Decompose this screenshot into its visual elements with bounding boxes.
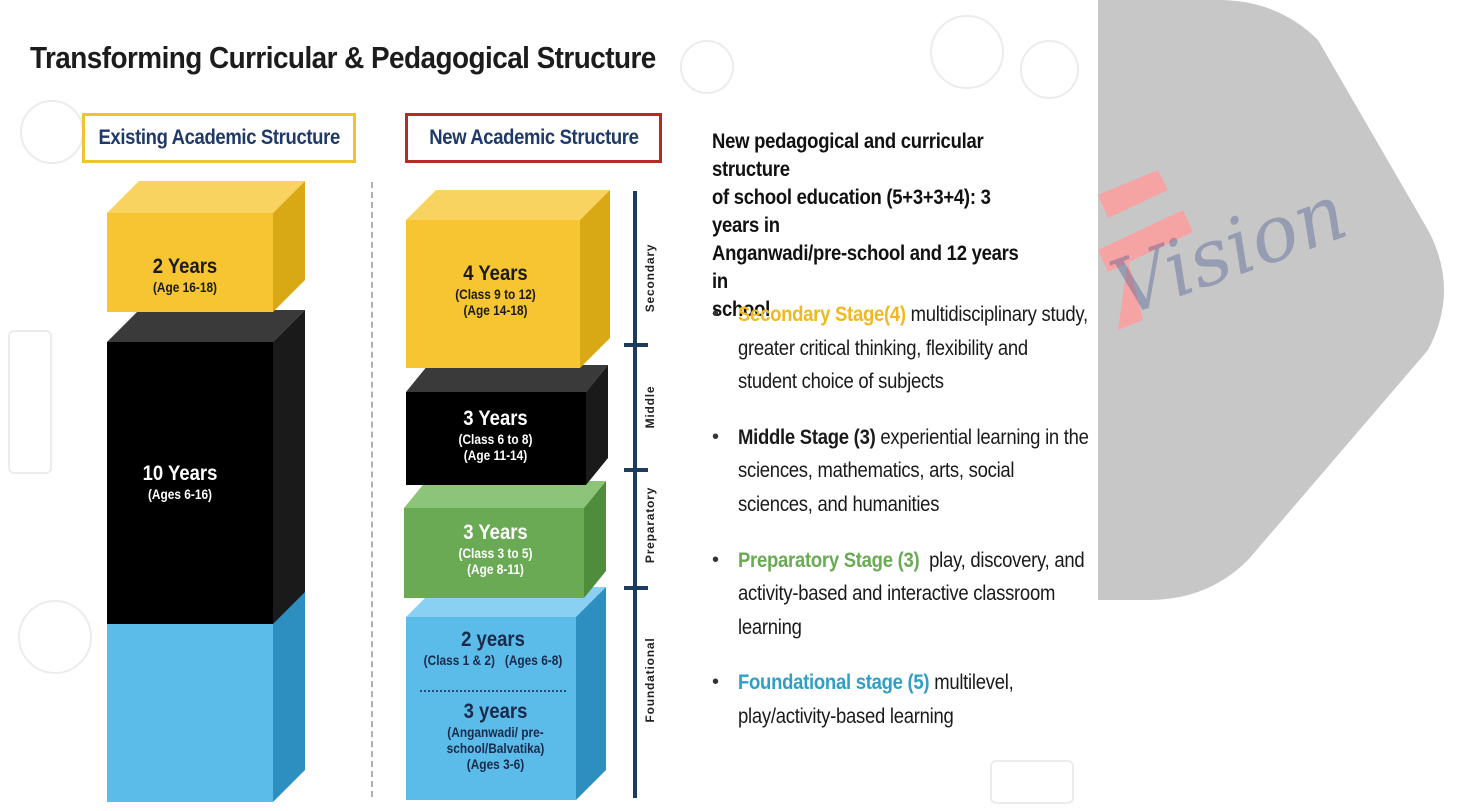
existing-block-2-years: [107, 181, 305, 312]
block-front: [107, 213, 273, 312]
new-structure-header: New Academic Structure: [405, 113, 662, 163]
existing-2-years-label: 2 Years (Age 16-18): [152, 255, 218, 295]
existing-block-10-years: [107, 310, 305, 624]
bullet-foundational: Foundational stage (5) multilevel, play/…: [712, 666, 1092, 733]
bullet-middle: Middle Stage (3) experiential learning i…: [712, 421, 1092, 522]
block-side: [273, 181, 305, 312]
foundational-3-years-label: 3 years (Anganwadi/ pre- school/Balvatik…: [446, 700, 545, 772]
stage-label-preparatory: Preparatory: [643, 486, 657, 564]
block-top: [406, 365, 608, 392]
stage-name: Secondary Stage(4): [738, 303, 906, 326]
block-side: [576, 587, 606, 800]
new-block-secondary: [406, 190, 610, 368]
block-top: [107, 310, 305, 342]
background-doodle: [1020, 40, 1079, 99]
block-front: [107, 342, 273, 624]
block-front: [404, 508, 584, 598]
block-top: [107, 181, 305, 213]
new-block-middle: [406, 365, 608, 485]
block-side: [273, 310, 305, 624]
block-side: [586, 365, 608, 485]
stage-name: Foundational stage (5): [738, 671, 930, 695]
background-doodle: [8, 330, 52, 474]
stage-bullet-list: Secondary Stage(4) multidisciplinary stu…: [712, 298, 1092, 756]
background-doodle: [18, 600, 92, 674]
stage-name: Middle Stage (3): [738, 425, 876, 449]
block-top: [404, 481, 606, 508]
middle-block-label: 3 Years (Class 6 to 8) (Age 11-14): [458, 407, 533, 463]
structure-blocks: [107, 181, 610, 802]
block-side: [580, 190, 610, 368]
stage-tick: [624, 586, 648, 590]
block-side: [584, 481, 606, 598]
block-front: [406, 392, 586, 485]
page-title: Transforming Curricular & Pedagogical St…: [30, 40, 656, 75]
watermark-shape: [1098, 0, 1444, 640]
background-doodle: [990, 760, 1074, 804]
existing-10-years-label: 10 Years (Ages 6-16): [142, 462, 218, 502]
stage-label-foundational: Foundational: [643, 637, 657, 723]
preparatory-block-label: 3 Years (Class 3 to 5) (Age 8-11): [458, 521, 533, 577]
new-block-foundational: [406, 587, 606, 800]
new-block-preparatory: [404, 481, 606, 598]
block-front: [406, 617, 576, 800]
stage-tick: [624, 468, 648, 472]
block-side: [273, 590, 305, 802]
watermark-logo: [1098, 170, 1193, 330]
stage-tick: [624, 343, 648, 347]
bullet-secondary: Secondary Stage(4) multidisciplinary stu…: [712, 298, 1092, 399]
foundational-2-years-label: 2 years (Class 1 & 2) (Ages 6-8): [423, 628, 563, 668]
slide: Transforming Curricular & Pedagogical St…: [0, 0, 1098, 811]
stage-label-secondary: Secondary: [643, 243, 657, 313]
structure-description: New pedagogical and curricular structure…: [712, 130, 1019, 321]
block-front: [406, 220, 580, 368]
stage-name: Preparatory Stage (3): [738, 548, 920, 572]
block-top: [406, 190, 610, 220]
block-front: [107, 622, 273, 802]
background-doodle: [930, 15, 1004, 89]
stage-axis: [633, 191, 637, 798]
existing-structure-header: Existing Academic Structure: [82, 113, 356, 163]
secondary-block-label: 4 Years (Class 9 to 12) (Age 14-18): [455, 262, 536, 318]
background-doodle: [680, 40, 734, 94]
bullet-preparatory: Preparatory Stage (3) play, discovery, a…: [712, 544, 1092, 645]
divider-line: [371, 182, 373, 797]
